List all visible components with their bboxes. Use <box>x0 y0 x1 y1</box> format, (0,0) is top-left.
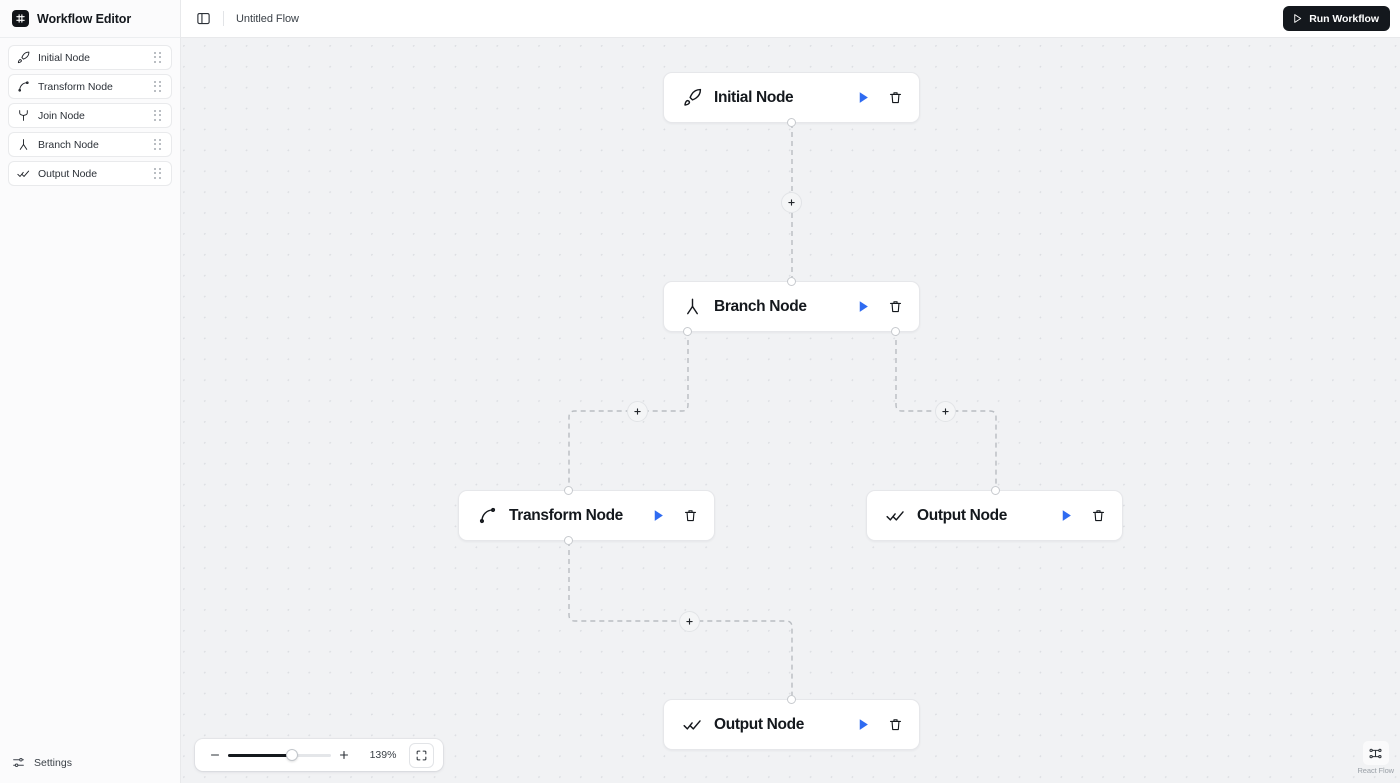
palette-item-initial-node[interactable]: Initial Node <box>8 45 172 70</box>
node-label: Output Node <box>714 715 804 733</box>
zoom-out-button[interactable] <box>204 744 226 766</box>
handle-output2-target[interactable] <box>787 695 796 704</box>
zoom-in-button[interactable] <box>333 744 355 766</box>
node-label: Transform Node <box>509 506 623 524</box>
sidebar-item-settings[interactable]: Settings <box>12 756 168 769</box>
node-delete-button[interactable] <box>885 88 905 108</box>
palette-item-output-node[interactable]: Output Node <box>8 161 172 186</box>
edge-add-button-transform-output2[interactable] <box>679 611 700 632</box>
play-outline-icon <box>1292 13 1303 24</box>
node-delete-button[interactable] <box>885 297 905 317</box>
topbar: Untitled Flow Run Workflow <box>181 0 1400 38</box>
rocket-icon <box>17 51 30 64</box>
zoom-controls: 139% <box>195 739 443 771</box>
flow-canvas[interactable]: Initial Node <box>181 38 1400 783</box>
react-flow-logo-icon <box>1362 741 1389 765</box>
attribution-label: React Flow <box>1357 766 1394 775</box>
edge-add-button-branch-transform[interactable] <box>627 401 648 422</box>
palette-item-label: Initial Node <box>38 51 90 64</box>
sidebar: Workflow Editor Initial Node <box>0 0 181 783</box>
rocket-icon <box>682 88 702 108</box>
join-icon <box>17 109 30 122</box>
drag-handle-icon[interactable] <box>154 80 163 93</box>
fit-view-icon <box>416 750 427 760</box>
flow-name[interactable]: Untitled Flow <box>236 12 299 25</box>
plus-icon <box>788 199 795 206</box>
panel-left-icon[interactable] <box>193 9 213 29</box>
node-initial[interactable]: Initial Node <box>663 72 920 123</box>
node-actions <box>853 88 905 108</box>
node-run-button[interactable] <box>853 297 873 317</box>
sidebar-header: Workflow Editor <box>0 0 180 38</box>
double-check-icon <box>17 167 30 180</box>
zoom-slider[interactable] <box>228 744 331 766</box>
workflow-logo-icon <box>12 10 29 27</box>
palette-item-transform-node[interactable]: Transform Node <box>8 74 172 99</box>
topbar-divider <box>223 11 224 26</box>
sliders-icon <box>12 756 25 769</box>
double-check-icon <box>682 715 702 735</box>
handle-branch-target[interactable] <box>787 277 796 286</box>
react-flow-attribution[interactable]: React Flow <box>1357 741 1394 775</box>
drag-handle-icon[interactable] <box>154 109 163 122</box>
branch-icon <box>682 297 702 317</box>
settings-label: Settings <box>34 756 72 769</box>
node-run-button[interactable] <box>1056 506 1076 526</box>
palette-item-label: Output Node <box>38 167 97 180</box>
handle-branch-source-right[interactable] <box>891 327 900 336</box>
run-workflow-button[interactable]: Run Workflow <box>1283 6 1390 31</box>
edge-add-button-initial-branch[interactable] <box>781 192 802 213</box>
handle-output1-target[interactable] <box>991 486 1000 495</box>
node-delete-button[interactable] <box>680 506 700 526</box>
node-transform[interactable]: Transform Node <box>458 490 715 541</box>
handle-transform-source[interactable] <box>564 536 573 545</box>
branch-icon <box>17 138 30 151</box>
plus-icon <box>686 618 693 625</box>
handle-transform-target[interactable] <box>564 486 573 495</box>
main-area: Untitled Flow Run Workflow <box>181 0 1400 783</box>
bezier-curve-icon <box>17 80 30 93</box>
node-run-button[interactable] <box>853 88 873 108</box>
plus-icon <box>942 408 949 415</box>
zoom-slider-thumb[interactable] <box>285 749 298 761</box>
bezier-curve-icon <box>477 506 497 526</box>
node-palette: Initial Node Transform Node <box>0 38 180 186</box>
palette-item-label: Transform Node <box>38 80 113 93</box>
node-label: Initial Node <box>714 88 794 106</box>
node-output-1[interactable]: Output Node <box>866 490 1123 541</box>
node-actions <box>648 506 700 526</box>
app-title: Workflow Editor <box>37 11 132 26</box>
zoom-slider-fill <box>228 753 292 757</box>
node-output-2[interactable]: Output Node <box>663 699 920 750</box>
node-run-button[interactable] <box>648 506 668 526</box>
drag-handle-icon[interactable] <box>154 167 163 180</box>
plus-icon <box>339 750 349 760</box>
plus-icon <box>634 408 641 415</box>
zoom-level-label: 139% <box>369 749 397 761</box>
node-branch[interactable]: Branch Node <box>663 281 920 332</box>
node-actions <box>1056 506 1108 526</box>
palette-item-branch-node[interactable]: Branch Node <box>8 132 172 157</box>
node-delete-button[interactable] <box>1088 506 1108 526</box>
palette-item-label: Branch Node <box>38 138 99 151</box>
double-check-icon <box>885 506 905 526</box>
palette-item-label: Join Node <box>38 109 85 122</box>
palette-item-join-node[interactable]: Join Node <box>8 103 172 128</box>
drag-handle-icon[interactable] <box>154 138 163 151</box>
drag-handle-icon[interactable] <box>154 51 163 64</box>
fit-view-button[interactable] <box>409 742 434 768</box>
run-workflow-label: Run Workflow <box>1309 12 1379 25</box>
edge-layer <box>568 123 997 700</box>
node-delete-button[interactable] <box>885 715 905 735</box>
node-actions <box>853 715 905 735</box>
node-run-button[interactable] <box>853 715 873 735</box>
minus-icon <box>210 754 220 756</box>
handle-branch-source-left[interactable] <box>683 327 692 336</box>
handle-initial-source[interactable] <box>787 118 796 127</box>
node-label: Output Node <box>917 506 1007 524</box>
sidebar-footer: Settings <box>0 756 180 783</box>
node-actions <box>853 297 905 317</box>
node-label: Branch Node <box>714 297 807 315</box>
edge-add-button-branch-output1[interactable] <box>935 401 956 422</box>
